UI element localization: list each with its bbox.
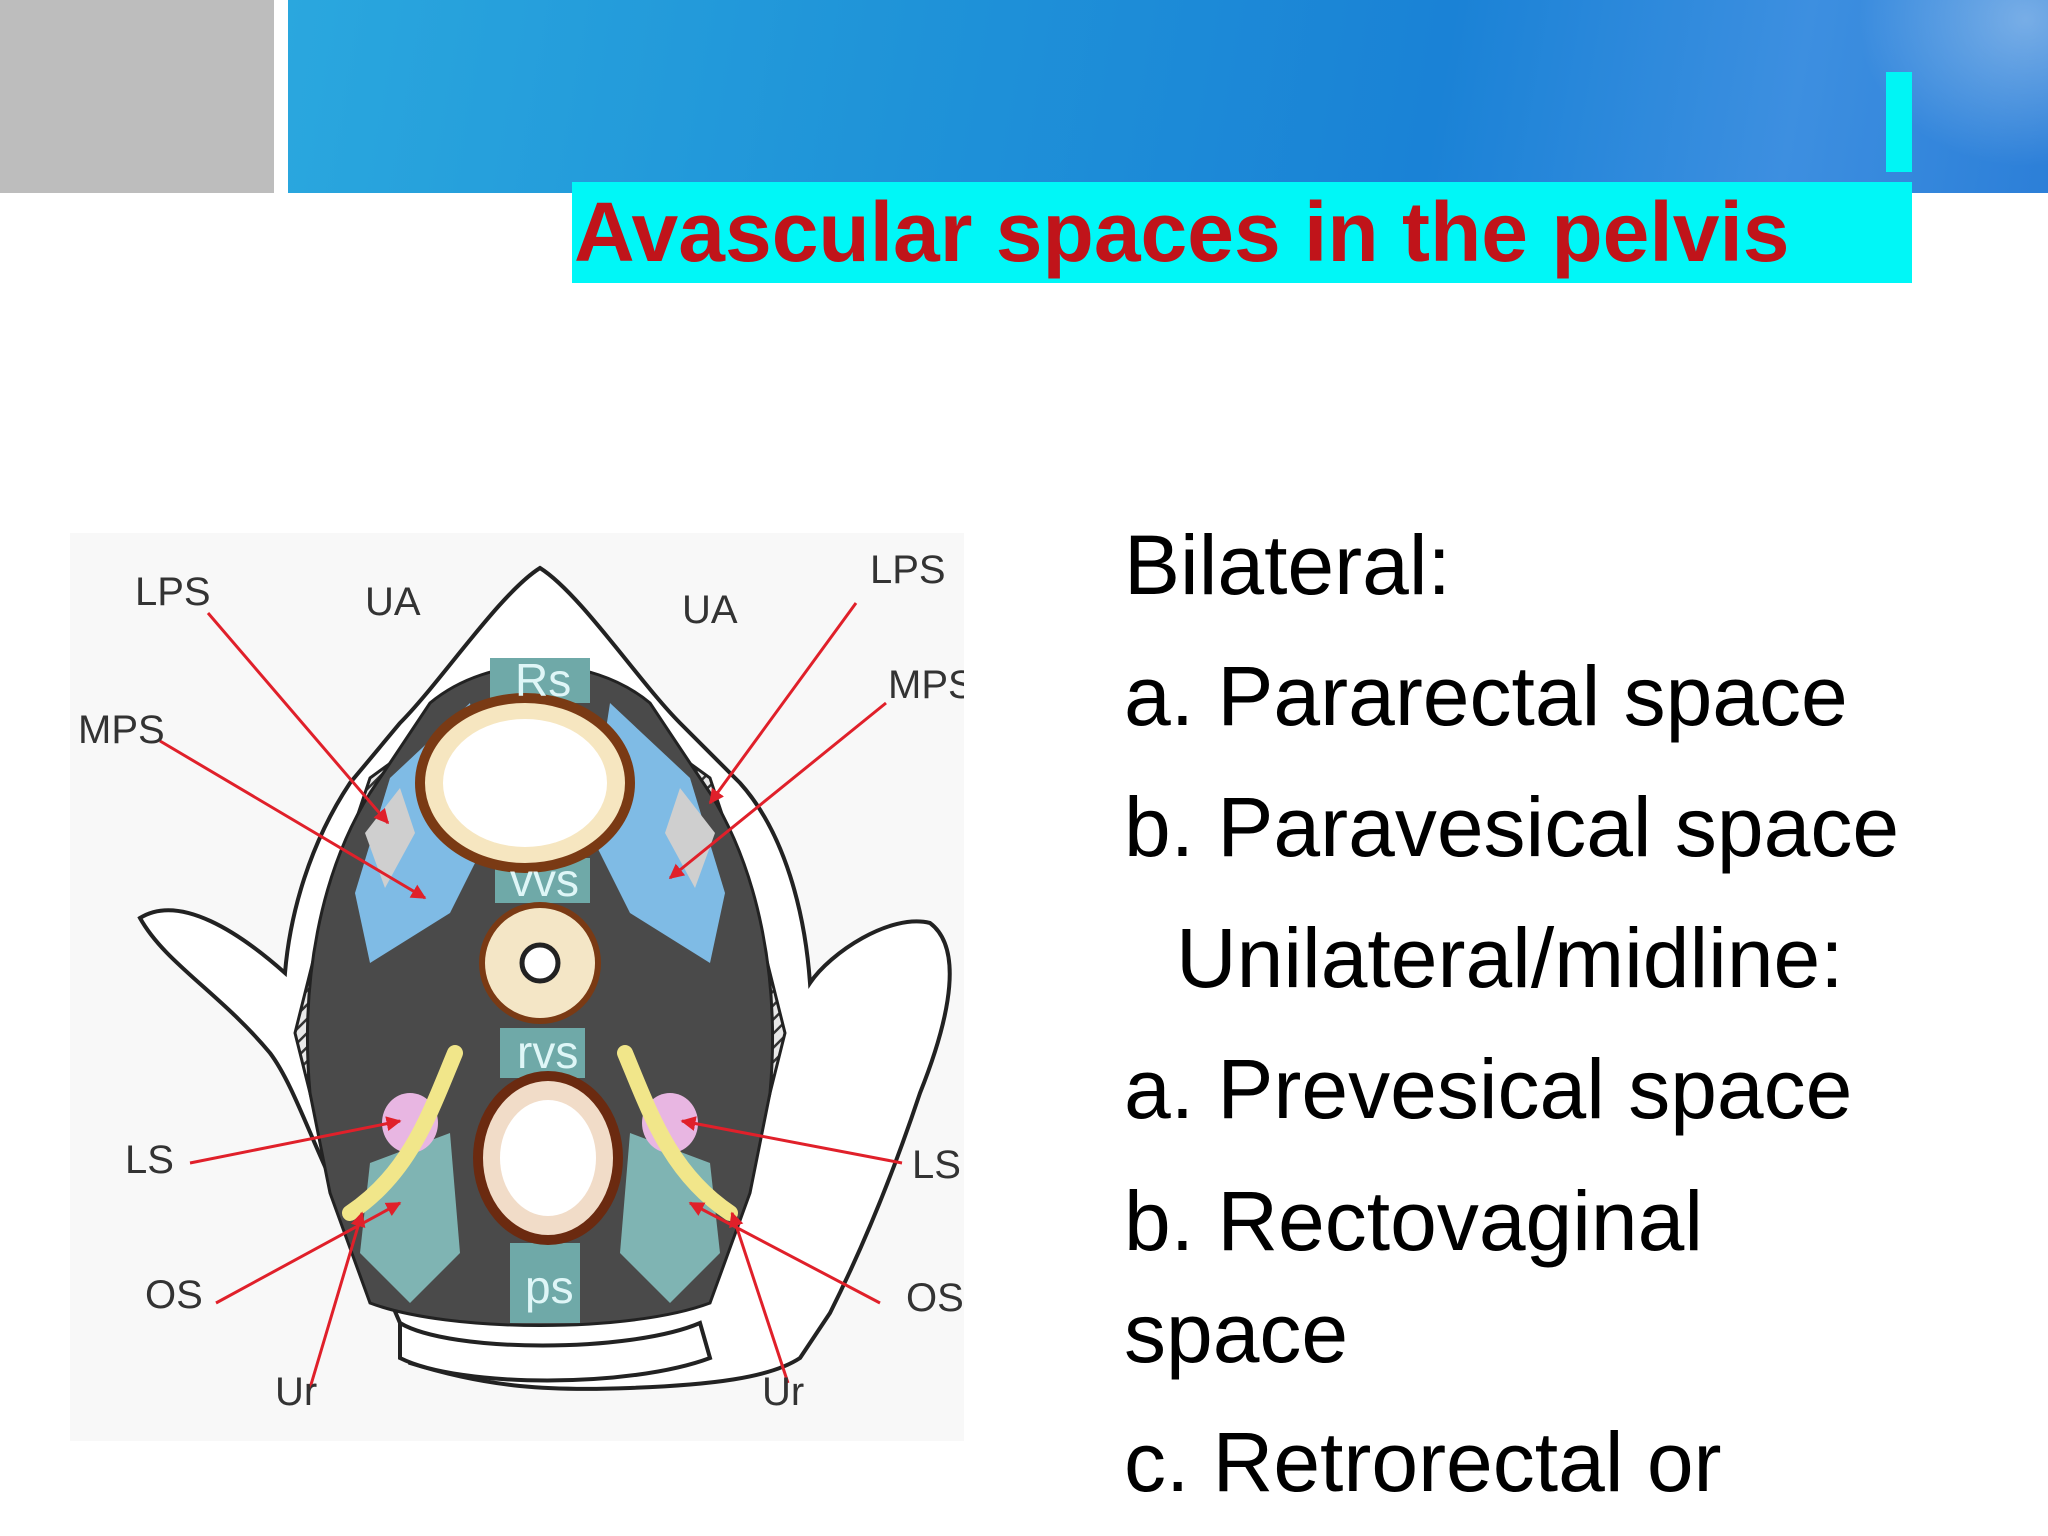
- right-ureter: [617, 1045, 738, 1221]
- arrow-os-left: [215, 1201, 402, 1305]
- arrow-lps-left: [206, 612, 390, 825]
- label-ps: ps: [525, 1261, 574, 1313]
- header-accent-bar: [1886, 72, 1912, 172]
- label-ua-left: UA: [365, 580, 421, 624]
- bilateral-item-a: a. Pararectal space: [1124, 649, 1848, 743]
- arrow-ls-right: [680, 1116, 903, 1165]
- bladder-lumen: [500, 1100, 596, 1216]
- label-mps-left: MPS: [78, 708, 165, 752]
- slide-title: Avascular spaces in the pelvis: [574, 185, 1790, 279]
- right-lps-space: [665, 788, 715, 888]
- bilateral-heading: Bilateral:: [1124, 518, 1451, 612]
- unilateral-item-c: c. Retrorectal or: [1124, 1415, 1722, 1509]
- arrow-mps-left: [159, 739, 427, 900]
- unilateral-heading: Unilateral/midline:: [1176, 911, 1844, 1005]
- label-vvs: vvs: [510, 854, 579, 906]
- label-ua-right: UA: [682, 588, 738, 632]
- pelvis-diagram-svg: LPS UA UA LPS MPS MPS LS LS OS OS Ur Ur …: [70, 533, 964, 1441]
- header-band: [288, 0, 2048, 193]
- label-rvs: rvs: [517, 1026, 578, 1078]
- label-os-right: OS: [906, 1276, 964, 1320]
- vagina-lumen: [519, 942, 561, 984]
- spaces-list: Bilateral: a. Pararectal space b. Parave…: [1124, 500, 2044, 1528]
- label-os-left: OS: [145, 1273, 203, 1317]
- rectum-lumen: [443, 719, 607, 847]
- rvs-space: [500, 1028, 585, 1078]
- label-ls-right: LS: [912, 1143, 961, 1187]
- rs-space: [490, 658, 590, 703]
- arrow-mps-right: [668, 701, 887, 880]
- arrow-ls-left: [189, 1116, 402, 1165]
- arrow-os-right: [688, 1201, 881, 1305]
- unilateral-item-a: a. Prevesical space: [1124, 1042, 1853, 1136]
- label-rs: Rs: [515, 654, 571, 706]
- left-ureter: [342, 1045, 463, 1221]
- pelvis-diagram: LPS UA UA LPS MPS MPS LS LS OS OS Ur Ur …: [70, 533, 964, 1441]
- label-lps-left: LPS: [135, 570, 211, 614]
- label-ur-right: Ur: [762, 1370, 804, 1414]
- bilateral-item-b: b. Paravesical space: [1124, 780, 1900, 874]
- label-ur-left: Ur: [275, 1370, 317, 1414]
- label-lps-right: LPS: [870, 548, 946, 592]
- title-highlight: Avascular spaces in the pelvis: [572, 182, 1912, 283]
- header-gray-block: [0, 0, 274, 193]
- left-lps-space: [365, 788, 415, 888]
- unilateral-item-b: b. Rectovaginal space: [1124, 1174, 1704, 1380]
- label-mps-right: MPS: [888, 663, 964, 707]
- label-ls-left: LS: [125, 1138, 174, 1182]
- arrow-ur-left: [308, 1211, 366, 1389]
- pubis: [398, 1319, 713, 1383]
- ps-space: [510, 1243, 580, 1323]
- arrow-ur-right: [729, 1211, 790, 1384]
- arrow-lps-right: [708, 602, 858, 805]
